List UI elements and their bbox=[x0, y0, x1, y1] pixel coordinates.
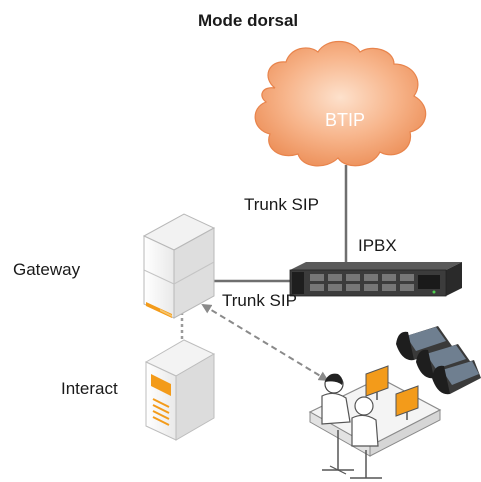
btip-cloud bbox=[254, 40, 427, 167]
trunk-sip-label-mid: Trunk SIP bbox=[222, 291, 297, 310]
ipbx-server bbox=[289, 262, 462, 297]
interact-label: Interact bbox=[61, 379, 118, 398]
interact-server bbox=[144, 339, 216, 441]
agents-workstation bbox=[308, 365, 442, 479]
trunk-sip-label-top: Trunk SIP bbox=[244, 195, 319, 214]
ip-phones bbox=[396, 326, 481, 395]
diagram-title: Mode dorsal bbox=[198, 11, 299, 30]
gateway-device bbox=[142, 213, 216, 319]
dashed-arrow-gateway-agents bbox=[201, 303, 329, 382]
gateway-label: Gateway bbox=[13, 260, 81, 279]
ipbx-label: IPBX bbox=[358, 236, 397, 255]
btip-label: BTIP bbox=[325, 110, 366, 130]
